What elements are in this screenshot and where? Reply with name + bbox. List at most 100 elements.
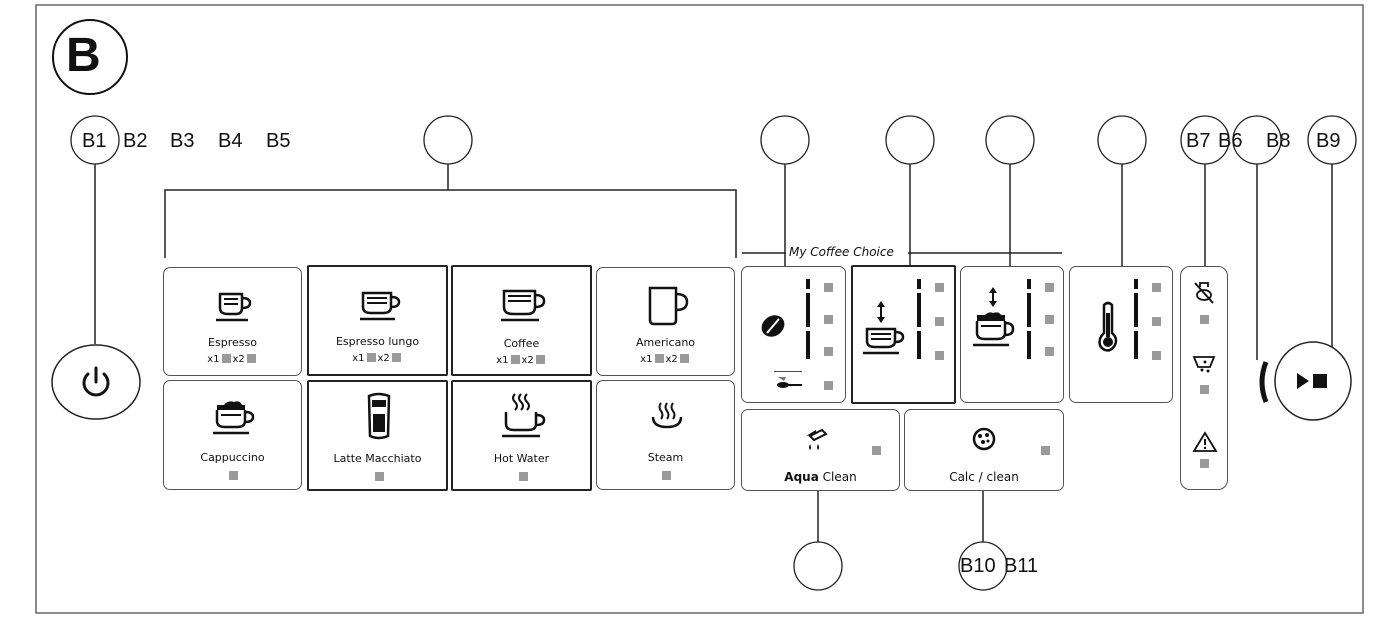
power-button[interactable] (51, 344, 141, 420)
aqua-clean-label: Aqua Clean (784, 470, 857, 484)
led-indicator (824, 283, 833, 292)
beverage-label: Steam (647, 451, 684, 464)
play-stop-icon (1274, 341, 1352, 421)
beverage-button-cappuccino[interactable]: Cappuccino (163, 380, 302, 490)
ground-coffee-scoop-icon (774, 371, 802, 388)
led-indicator (375, 472, 384, 481)
beverage-label: Americano (635, 336, 696, 349)
callout-b6: B6 (1218, 130, 1243, 152)
start-stop-area (1259, 361, 1269, 403)
cup-volume-icon (863, 301, 905, 355)
callout-circle-strength (760, 115, 810, 165)
led-indicator (1045, 347, 1054, 356)
temperature-bar (1134, 331, 1138, 359)
led-indicator (662, 471, 671, 480)
milk-volume-button[interactable] (960, 266, 1064, 403)
volume-bar (917, 331, 921, 359)
espresso-cup-icon (216, 292, 252, 322)
progress-ring-indicator (1259, 361, 1269, 403)
led-indicator (1152, 317, 1161, 326)
led-indicator (519, 472, 528, 481)
led-indicator (824, 347, 833, 356)
led-indicator (935, 317, 944, 326)
led-indicator (1152, 351, 1161, 360)
warning-icon (1192, 431, 1218, 452)
aqua-clean-button[interactable]: Aqua Clean (741, 409, 900, 491)
temperature-bar (1134, 279, 1138, 289)
callout-circle-temperature (1097, 115, 1147, 165)
volume-bar (917, 293, 921, 327)
thermometer-icon (1098, 301, 1118, 352)
coffee-volume-button[interactable] (851, 265, 956, 404)
start-stop-button[interactable] (1273, 340, 1353, 422)
led-indicator (229, 471, 238, 480)
beverage-label: Cappuccino (200, 451, 265, 464)
temperature-bar (1134, 293, 1138, 327)
callout-b11: B11 (1004, 555, 1039, 577)
calc-clean-icon (972, 427, 996, 451)
callout-b9: B9 (1316, 130, 1341, 152)
callout-b7: B7 (1186, 130, 1211, 152)
led-indicator (1045, 283, 1054, 292)
grounds-container-icon (1192, 356, 1216, 373)
milk-bar (1027, 293, 1031, 327)
beverage-label: Hot Water (493, 452, 550, 465)
led-indicator (824, 381, 833, 390)
outer-frame (35, 4, 1364, 614)
my-coffee-choice-label: My Coffee Choice (786, 245, 897, 259)
strength-bar (806, 331, 810, 359)
leader-lines (94, 164, 1333, 542)
callout-circle-aqua (793, 541, 843, 591)
callout-b8: B8 (1266, 130, 1291, 152)
beverage-label: Latte Macchiato (333, 452, 422, 465)
led-indicator (1200, 459, 1209, 468)
led-indicator (935, 351, 944, 360)
hot-water-icon (502, 393, 546, 438)
milk-bar (1027, 331, 1031, 359)
power-icon (51, 344, 141, 420)
led-indicator (1152, 283, 1161, 292)
coffee-cup-icon (501, 289, 546, 322)
beverage-label: Espresso (208, 336, 257, 349)
water-filter-icon (806, 428, 828, 450)
strength-bar (806, 293, 810, 327)
beverage-label: Coffee (503, 337, 540, 350)
callout-b10: B10 (960, 555, 996, 577)
temperature-button[interactable] (1069, 266, 1173, 403)
calc-clean-button[interactable]: Calc / clean (904, 409, 1064, 491)
cappuccino-cup-icon (213, 401, 255, 435)
led-indicator (872, 446, 881, 455)
espresso-lungo-cup-icon (360, 291, 401, 321)
coffee-bean-icon (761, 315, 785, 337)
alert-indicator-panel (1180, 266, 1228, 490)
callout-b2: B2 (123, 130, 148, 152)
beverage-button-latte-macchiato[interactable]: Latte Macchiato (307, 380, 448, 491)
led-indicator (1200, 385, 1209, 394)
strength-bar (806, 279, 810, 289)
led-indicator (1200, 315, 1209, 324)
callout-b1: B1 (82, 130, 107, 152)
milk-bar (1027, 279, 1031, 289)
led-indicator (1041, 446, 1050, 455)
coffee-strength-button[interactable] (741, 266, 846, 403)
no-coffee-icon (1194, 282, 1214, 304)
callout-b4: B4 (218, 130, 243, 152)
beverage-button-steam[interactable]: Steam (596, 380, 735, 490)
callout-circle-beverages (423, 115, 473, 165)
beverage-button-hot-water[interactable]: Hot Water (451, 380, 592, 491)
latte-glass-icon (367, 392, 391, 440)
callout-circle-milk (985, 115, 1035, 165)
callout-circle-volume (885, 115, 935, 165)
milk-volume-icon (973, 287, 1015, 347)
led-indicator (824, 315, 833, 324)
led-indicator (1045, 315, 1054, 324)
americano-mug-icon (648, 286, 689, 326)
led-indicator (935, 283, 944, 292)
